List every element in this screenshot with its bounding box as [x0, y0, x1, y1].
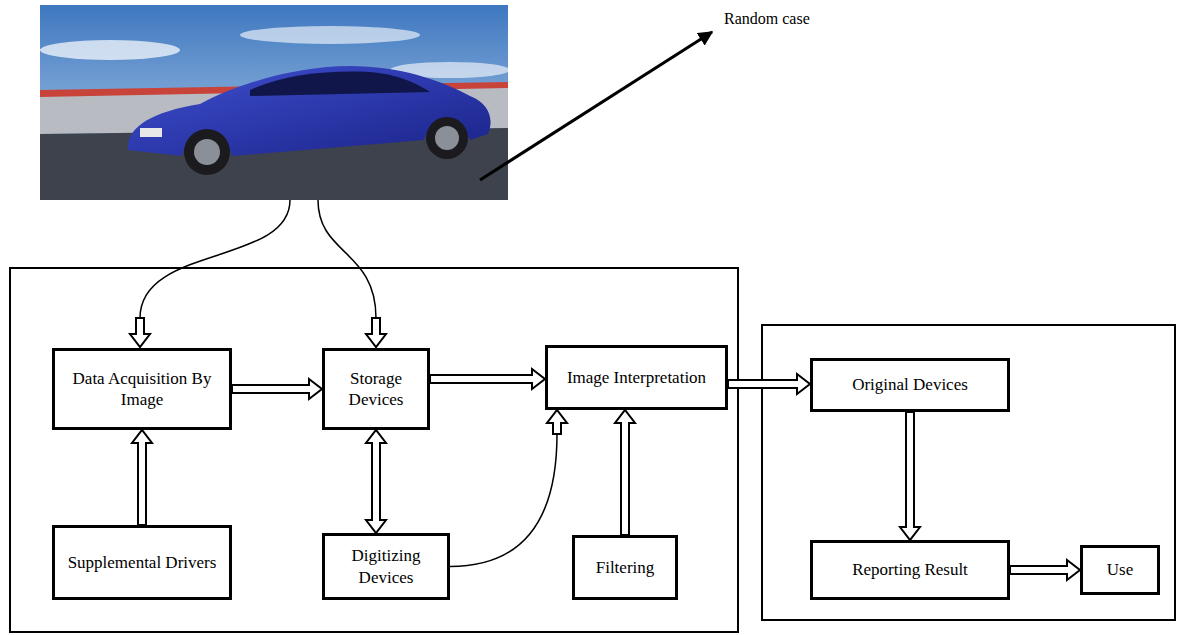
group-frame	[762, 325, 1175, 620]
box-label: Original Devices	[852, 374, 968, 395]
block-arrow	[547, 410, 567, 434]
process-box: Data Acquisition By Image	[52, 348, 232, 430]
wheel	[184, 129, 230, 175]
block-arrow	[615, 410, 635, 535]
flow-arrow	[900, 412, 920, 540]
group-frame	[10, 268, 738, 632]
flow-arrow	[430, 369, 545, 389]
flow-arrow	[232, 379, 322, 399]
curve-line	[450, 434, 557, 567]
flow-arrow	[450, 410, 567, 567]
block-arrow	[366, 430, 386, 533]
box-label: Storage Devices	[331, 368, 421, 411]
box-label: Image Interpretation	[567, 367, 706, 388]
process-box: Supplemental Drivers	[52, 525, 232, 600]
block-arrow	[132, 430, 152, 525]
box-label: Digitizing Devices	[331, 545, 441, 588]
process-box: Storage Devices	[322, 348, 430, 430]
input-curve	[140, 200, 290, 318]
process-box: Filtering	[572, 535, 678, 600]
box-label: Filtering	[596, 557, 655, 578]
process-box: Use	[1080, 545, 1160, 595]
wheel	[426, 117, 468, 159]
block-arrow	[900, 412, 920, 540]
box-label: Use	[1107, 559, 1133, 580]
box-label: Data Acquisition By Image	[61, 368, 223, 411]
callout-label: Random case	[724, 10, 810, 28]
process-box: Image Interpretation	[545, 345, 728, 410]
flow-arrow	[728, 374, 810, 394]
flow-arrow	[366, 430, 386, 533]
sky	[40, 5, 508, 200]
car-body	[128, 66, 491, 156]
block-arrow	[366, 318, 386, 347]
car-window	[250, 72, 430, 96]
process-box: Digitizing Devices	[322, 533, 450, 600]
flow-arrow	[132, 430, 152, 525]
car-photo	[40, 5, 510, 200]
process-box: Reporting Result	[810, 540, 1010, 600]
box-label: Supplemental Drivers	[68, 552, 217, 573]
flow-arrow	[1010, 560, 1080, 580]
pointer-arrow	[480, 32, 712, 180]
block-arrow	[430, 369, 545, 389]
cloud	[40, 40, 180, 60]
cloud	[240, 26, 420, 44]
flow-arrow	[615, 410, 635, 535]
license-plate	[140, 128, 162, 137]
input-curve	[318, 200, 376, 318]
rim	[435, 126, 459, 150]
block-arrow	[728, 374, 810, 394]
block-arrow	[232, 379, 322, 399]
box-label: Reporting Result	[852, 559, 968, 580]
block-arrow	[130, 318, 150, 347]
block-arrow	[1010, 560, 1080, 580]
process-box: Original Devices	[810, 358, 1010, 412]
rim	[194, 139, 220, 165]
